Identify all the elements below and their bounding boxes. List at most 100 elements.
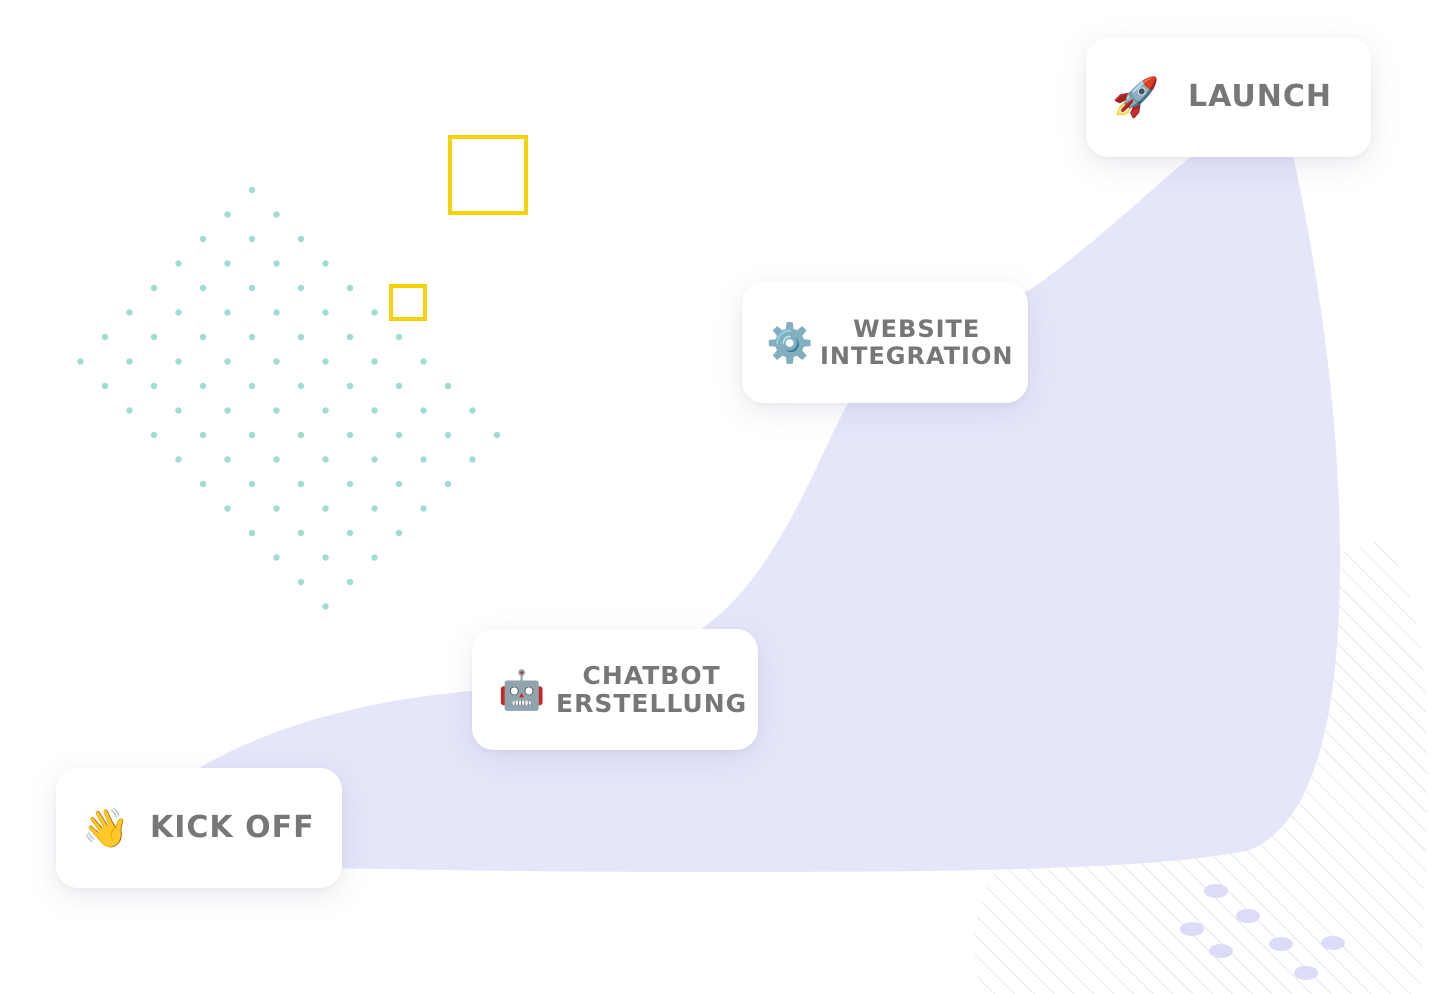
grid-dot	[346, 382, 354, 390]
grid-dot	[273, 554, 280, 561]
grid-dot	[322, 260, 329, 267]
grid-dot	[297, 284, 305, 292]
grid-dot	[322, 505, 329, 512]
grid-dot	[297, 480, 305, 488]
grid-dot	[395, 382, 403, 390]
bubble	[1209, 944, 1233, 958]
grid-dot	[346, 431, 354, 439]
rocket-icon: 🚀	[1112, 75, 1160, 119]
grid-dot	[346, 529, 354, 537]
grid-dot	[150, 284, 158, 292]
grid-dot	[322, 603, 329, 610]
grid-dot	[420, 456, 427, 463]
grid-dot	[371, 358, 378, 365]
grid-dot	[199, 382, 207, 390]
grid-dot	[322, 456, 329, 463]
grid-dot	[346, 480, 354, 488]
grid-dot	[346, 333, 354, 341]
grid-dot	[248, 284, 256, 292]
grid-dot	[322, 407, 329, 414]
grid-dot	[297, 382, 305, 390]
grid-dot	[346, 578, 354, 586]
grid-dot	[322, 554, 329, 561]
grid-dot	[248, 235, 256, 243]
grid-dot	[371, 456, 378, 463]
grid-dot	[199, 480, 207, 488]
bubble-cluster	[1180, 884, 1345, 980]
grid-dot	[346, 284, 354, 292]
grid-dot	[224, 260, 231, 267]
grid-dot	[175, 358, 182, 365]
grid-dot	[150, 333, 158, 341]
grid-dot	[224, 358, 231, 365]
grid-dot	[297, 529, 305, 537]
grid-dot	[248, 529, 256, 537]
grid-dot	[444, 480, 452, 488]
step-label: WEBSITE INTEGRATION	[820, 314, 1014, 370]
gear-icon: ⚙️	[766, 320, 814, 365]
grid-dot	[150, 382, 158, 390]
grid-dot	[493, 431, 501, 439]
grid-dot	[371, 309, 378, 316]
grid-dot	[273, 505, 280, 512]
grid-dot	[273, 358, 280, 365]
bubble	[1321, 936, 1345, 950]
grid-dot	[175, 456, 182, 463]
grid-dot	[297, 431, 305, 439]
step-card-website-integration: ⚙️ WEBSITE INTEGRATION	[742, 282, 1028, 403]
grid-dot	[126, 309, 133, 316]
robot-icon: 🤖	[498, 667, 546, 712]
grid-dot	[248, 480, 256, 488]
grid-dot	[224, 211, 231, 218]
grid-dot	[150, 431, 158, 439]
grid-dot	[199, 333, 207, 341]
bubble	[1204, 884, 1228, 898]
grid-dot	[420, 358, 427, 365]
grid-dot	[420, 505, 427, 512]
waving-hand-icon: 👋	[82, 806, 130, 850]
accent-square-large	[448, 135, 528, 215]
grid-dot	[175, 407, 182, 414]
grid-dot	[273, 211, 280, 218]
grid-dot	[126, 358, 133, 365]
grid-dot	[322, 358, 329, 365]
step-label: KICK OFF	[150, 811, 315, 845]
grid-dot	[395, 431, 403, 439]
grid-dot	[77, 358, 84, 365]
grid-dot	[371, 554, 378, 561]
step-card-kick-off: 👋 KICK OFF	[56, 768, 342, 888]
grid-dot	[420, 407, 427, 414]
grid-dot	[444, 382, 452, 390]
bubble	[1269, 937, 1293, 951]
grid-dot	[101, 382, 109, 390]
grid-dot	[297, 578, 305, 586]
grid-dot	[175, 309, 182, 316]
step-label-line: INTEGRATION	[820, 341, 1014, 370]
step-label: LAUNCH	[1188, 80, 1332, 114]
grid-dot	[175, 260, 182, 267]
grid-dot	[199, 284, 207, 292]
grid-dot	[444, 431, 452, 439]
grid-dot	[395, 529, 403, 537]
grid-dot	[297, 235, 305, 243]
grid-dot	[273, 407, 280, 414]
grid-dot	[395, 480, 403, 488]
grid-dot	[248, 333, 256, 341]
grid-dot	[297, 333, 305, 341]
accent-square-small	[389, 284, 427, 321]
grid-dot	[224, 407, 231, 414]
grid-dot	[248, 382, 256, 390]
grid-dot	[224, 456, 231, 463]
step-label-line: WEBSITE	[853, 314, 981, 343]
step-label-line: LAUNCH	[1188, 79, 1333, 115]
grid-dot	[395, 333, 403, 341]
step-label: CHATBOT ERSTELLUNG	[556, 660, 748, 718]
step-label-line: CHATBOT	[582, 660, 721, 690]
grid-dot	[126, 407, 133, 414]
grid-dot	[322, 309, 329, 316]
step-label-line: ERSTELLUNG	[556, 688, 748, 718]
step-card-chatbot-erstellung: 🤖 CHATBOT ERSTELLUNG	[472, 629, 758, 750]
grid-dot	[199, 431, 207, 439]
